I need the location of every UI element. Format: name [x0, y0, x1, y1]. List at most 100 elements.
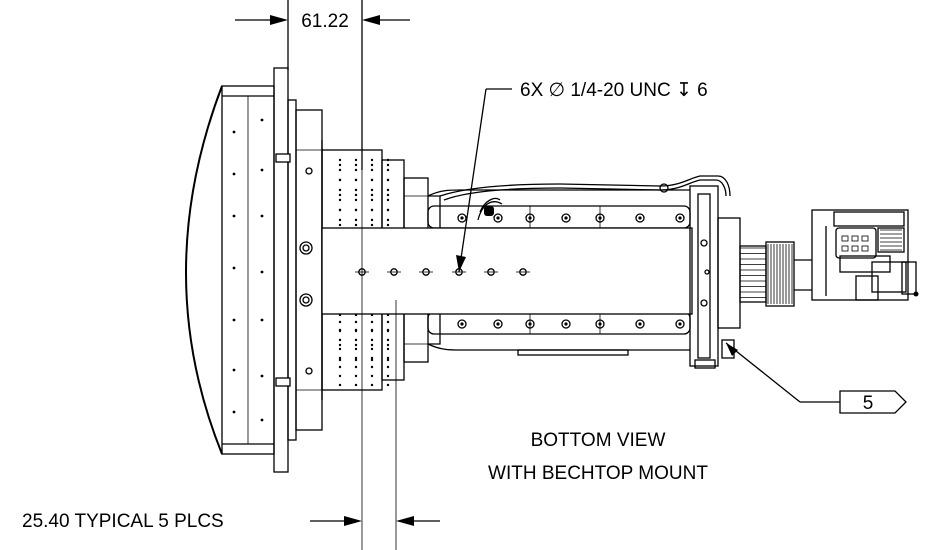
perforation-dot [370, 343, 374, 347]
screw-head [675, 319, 685, 329]
reference-lines [361, 170, 397, 550]
screw-center [564, 216, 568, 220]
perforation-dot [370, 193, 374, 197]
heatsink-fins [740, 244, 793, 304]
screw-head [635, 213, 645, 223]
perforation-dot [370, 208, 374, 212]
top-dimension: 61.22 [235, 0, 410, 170]
rivet-dot [260, 318, 264, 322]
perforation-dot [386, 358, 390, 362]
perforation-dot [370, 356, 374, 360]
screw-center [528, 216, 532, 220]
perforation-dot [386, 329, 390, 333]
perforation-dot [354, 168, 358, 172]
benchtop-mount-bar [321, 227, 693, 315]
screw-head [561, 213, 571, 223]
dome-rivets [232, 118, 264, 422]
rivet-dot [260, 118, 264, 122]
perforation-dot [354, 329, 358, 333]
perforation-dot [354, 223, 358, 227]
bolt-head [299, 241, 313, 255]
perforation-dot [386, 347, 390, 351]
perforation-dot [338, 208, 342, 212]
screw-center [638, 322, 642, 326]
connector-pin [841, 235, 849, 242]
perforation-dot [370, 168, 374, 172]
cable-loop [479, 197, 501, 213]
perforation-dot [354, 198, 358, 202]
connector-pin [861, 245, 869, 252]
screw-center [460, 322, 464, 326]
perforation-dot [370, 158, 374, 162]
housing-perforations [338, 158, 390, 387]
perforation-dot [354, 178, 358, 182]
perforation-dot [338, 168, 342, 172]
rivet-dot [232, 368, 236, 372]
perforation-dot [354, 208, 358, 212]
perforation-dot [386, 168, 390, 172]
perforation-dot [386, 218, 390, 222]
screw-center [564, 322, 568, 326]
perforation-dot [354, 343, 358, 347]
perforation-dot [338, 383, 342, 387]
perforation-dot [338, 178, 342, 182]
rivet-dot [260, 374, 264, 378]
rail-screws [457, 213, 685, 329]
perforation-dot [386, 178, 390, 182]
perforation-dot [386, 356, 390, 360]
rivet-dot [260, 168, 264, 172]
perforation-dot [370, 163, 374, 167]
perforation-dot [386, 158, 390, 162]
mount-plate [321, 227, 693, 315]
perforation-dot [354, 193, 358, 197]
perforation-dot [338, 374, 342, 378]
perforation-dot [386, 223, 390, 227]
perforation-dot [370, 329, 374, 333]
perforation-dot [370, 374, 374, 378]
perforation-dot [338, 338, 342, 342]
rivet-dot [260, 418, 264, 422]
dimension-25-40: 25.40 TYPICAL 5 PLCS [22, 511, 224, 532]
perforation-dot [370, 223, 374, 227]
dimension-61-22: 61.22 [301, 11, 349, 32]
perforation-dot [370, 320, 374, 324]
perforation-dot [338, 163, 342, 167]
perforation-dot [354, 218, 358, 222]
connector-pin [851, 235, 859, 242]
perforation-dot [370, 358, 374, 362]
perforation-dot [354, 338, 358, 342]
rivet-dot [232, 172, 236, 176]
perforation-dot [370, 347, 374, 351]
rivet-dot [232, 214, 236, 218]
perforation-dot [386, 320, 390, 324]
screw-center [460, 216, 464, 220]
rivet-dot [232, 266, 236, 270]
screw-center [638, 216, 642, 220]
screw-head [595, 319, 605, 329]
view-title-line2: WITH BECHTOP MOUNT [488, 463, 708, 484]
screw-head [525, 319, 535, 329]
perforation-dot [338, 158, 342, 162]
hole-note-text: 6X ∅ 1/4-20 UNC ↧ 6 [520, 80, 708, 101]
rivet-dot [232, 130, 236, 134]
screw-center [496, 322, 500, 326]
screw-head [457, 213, 467, 223]
screw-center [598, 322, 602, 326]
rivet-dot [260, 214, 264, 218]
arrowhead-right [396, 516, 414, 526]
perforation-dot [354, 383, 358, 387]
screw-head [595, 213, 605, 223]
screw-head [525, 213, 535, 223]
perforation-dot [370, 218, 374, 222]
perforation-dot [354, 163, 358, 167]
perforation-dot [386, 383, 390, 387]
view-title-line1: BOTTOM VIEW [531, 430, 666, 451]
arrowhead-right [362, 15, 380, 25]
perforation-dot [338, 358, 342, 362]
rear-plate [689, 185, 741, 369]
rear-cables [439, 175, 731, 201]
balloon-flag [839, 390, 907, 414]
perforation-dot [386, 208, 390, 212]
screw-center [496, 216, 500, 220]
